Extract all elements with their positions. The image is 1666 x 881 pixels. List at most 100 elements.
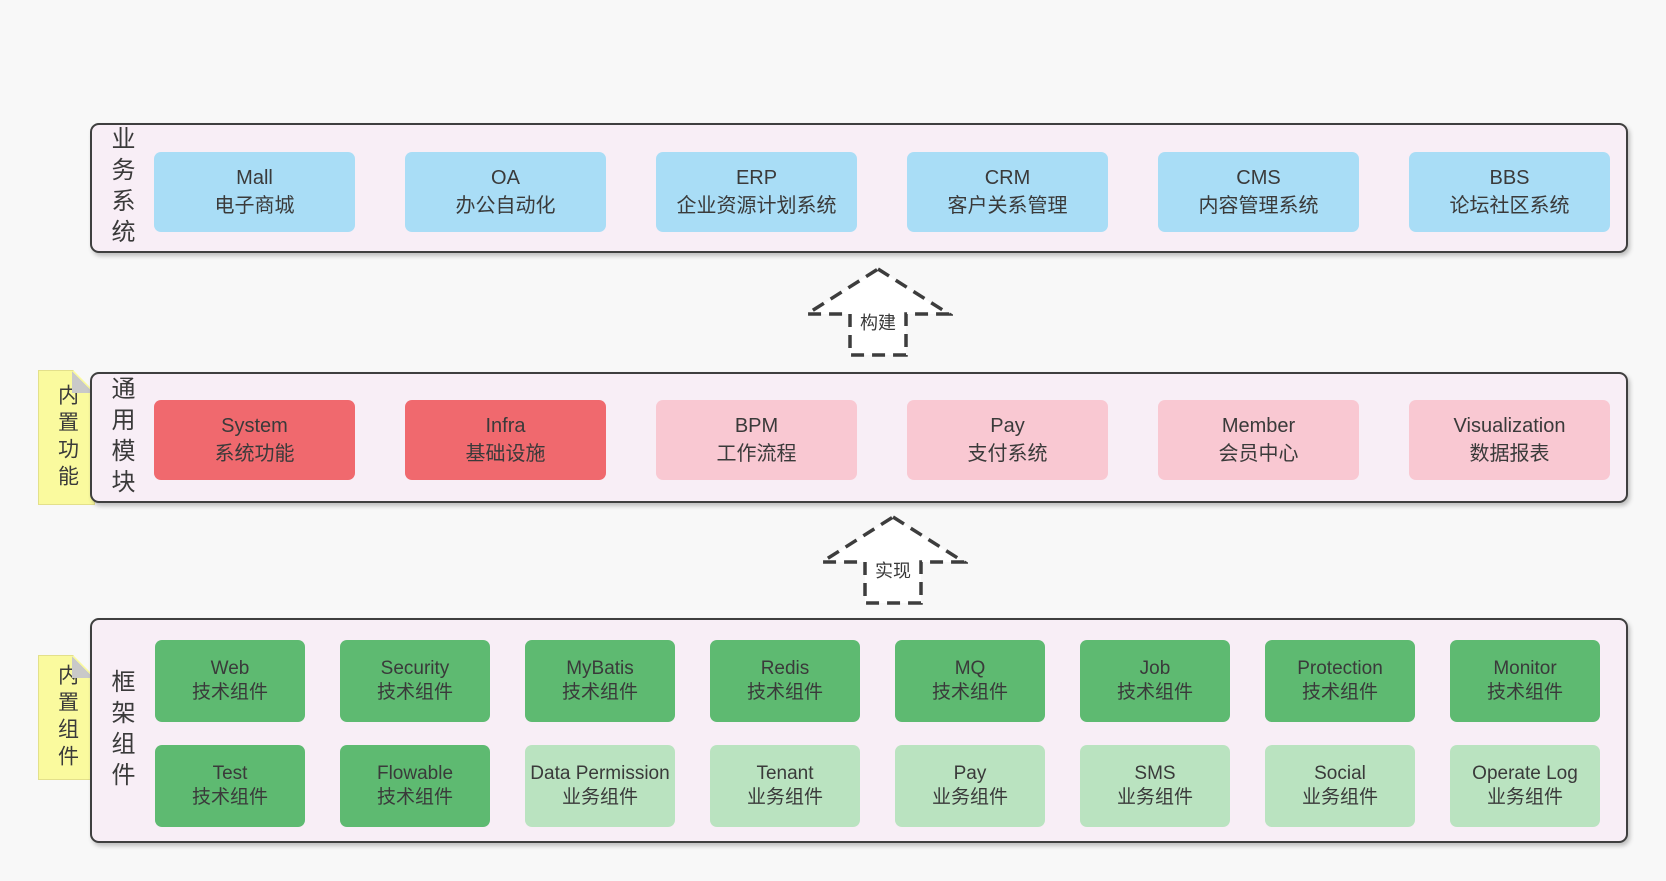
box-subtitle: 技术组件 (1301, 682, 1378, 703)
box-flowable: Flowable 技术组件 (340, 745, 490, 827)
band-label: 业务系统 (107, 126, 134, 250)
box-subtitle: 业务组件 (931, 787, 1008, 808)
band-framework-components: 框架组件 Web 技术组件 Security 技术组件 MyBatis 技术组件… (90, 618, 1628, 843)
box-title: Flowable (376, 763, 454, 784)
box-title: BBS (1489, 167, 1530, 189)
arrow-up-build: 构建 (803, 266, 953, 358)
box-web: Web 技术组件 (155, 640, 305, 722)
box-title: Pay (953, 763, 987, 784)
note-label: 内置功能 (55, 383, 79, 492)
box-title: CRM (984, 167, 1031, 189)
box-title: Test (212, 763, 248, 784)
box-title: Redis (760, 658, 810, 679)
box-social: Social 业务组件 (1265, 745, 1415, 827)
box-title: Job (1139, 658, 1171, 679)
note-label: 内置组件 (55, 663, 79, 772)
box-protection: Protection 技术组件 (1265, 640, 1415, 722)
box-redis: Redis 技术组件 (710, 640, 860, 722)
box-title: System (221, 415, 288, 437)
box-title: MyBatis (566, 658, 634, 679)
box-subtitle: 数据报表 (1469, 443, 1550, 465)
box-subtitle: 会员中心 (1218, 443, 1299, 465)
box-subtitle: 系统功能 (214, 443, 295, 465)
box-cms: CMS 内容管理系统 (1158, 152, 1359, 232)
box-subtitle: 技术组件 (561, 682, 638, 703)
box-subtitle: 技术组件 (191, 787, 268, 808)
band-row: Web 技术组件 Security 技术组件 MyBatis 技术组件 Redi… (155, 640, 1600, 722)
box-subtitle: 电子商城 (214, 195, 295, 217)
box-title: Social (1314, 763, 1366, 784)
box-subtitle: 业务组件 (1301, 787, 1378, 808)
box-title: MQ (954, 658, 986, 679)
box-title: Operate Log (1472, 763, 1578, 784)
box-title: Pay (990, 415, 1025, 437)
box-subtitle: 技术组件 (746, 682, 823, 703)
band-label: 通用模块 (107, 375, 134, 500)
band-label: 框架组件 (107, 668, 134, 793)
arrow-label: 构建 (856, 308, 900, 336)
box-monitor: Monitor 技术组件 (1450, 640, 1600, 722)
box-title: Member (1221, 415, 1296, 437)
box-subtitle: 技术组件 (931, 682, 1008, 703)
box-subtitle: 业务组件 (746, 787, 823, 808)
box-title: SMS (1134, 763, 1176, 784)
box-subtitle: 企业资源计划系统 (676, 195, 837, 217)
box-subtitle: 内容管理系统 (1198, 195, 1319, 217)
box-title: Security (380, 658, 450, 679)
box-title: Tenant (756, 763, 814, 784)
box-subtitle: 技术组件 (376, 787, 453, 808)
box-subtitle: 技术组件 (1486, 682, 1563, 703)
box-subtitle: 基础设施 (465, 443, 546, 465)
box-subtitle: 技术组件 (191, 682, 268, 703)
arrow-up-implement: 实现 (818, 514, 968, 606)
box-subtitle: 技术组件 (376, 682, 453, 703)
box-subtitle: 业务组件 (1486, 787, 1563, 808)
box-subtitle: 客户关系管理 (947, 195, 1068, 217)
box-mybatis: MyBatis 技术组件 (525, 640, 675, 722)
box-data-permission: Data Permission 业务组件 (525, 745, 675, 827)
band-business-systems: 业务系统 Mall 电子商城 OA 办公自动化 ERP 企业资源计划系统 CRM… (90, 123, 1628, 253)
box-title: Monitor (1493, 658, 1557, 679)
box-title: CMS (1236, 167, 1281, 189)
box-title: Infra (485, 415, 526, 437)
box-bbs: BBS 论坛社区系统 (1409, 152, 1610, 232)
box-subtitle: 支付系统 (967, 443, 1048, 465)
box-infra: Infra 基础设施 (405, 400, 606, 480)
box-sms: SMS 业务组件 (1080, 745, 1230, 827)
arrow-label: 实现 (871, 556, 915, 584)
sticky-note-builtin-features: 内置功能 (38, 370, 95, 505)
box-title: Mall (236, 167, 273, 189)
band-row: System 系统功能 Infra 基础设施 BPM 工作流程 Pay 支付系统… (154, 400, 1610, 480)
box-security: Security 技术组件 (340, 640, 490, 722)
box-oa: OA 办公自动化 (405, 152, 606, 232)
box-job: Job 技术组件 (1080, 640, 1230, 722)
box-subtitle: 论坛社区系统 (1449, 195, 1570, 217)
band-common-modules: 通用模块 System 系统功能 Infra 基础设施 BPM 工作流程 Pay… (90, 372, 1628, 503)
box-title: Visualization (1453, 415, 1566, 437)
box-bpm: BPM 工作流程 (656, 400, 857, 480)
box-pay-biz: Pay 业务组件 (895, 745, 1045, 827)
box-test: Test 技术组件 (155, 745, 305, 827)
box-system: System 系统功能 (154, 400, 355, 480)
box-title: BPM (734, 415, 779, 437)
box-subtitle: 工作流程 (716, 443, 797, 465)
box-subtitle: 办公自动化 (455, 195, 556, 217)
box-subtitle: 技术组件 (1116, 682, 1193, 703)
box-member: Member 会员中心 (1158, 400, 1359, 480)
box-title: ERP (735, 167, 778, 189)
box-subtitle: 业务组件 (1116, 787, 1193, 808)
box-visualization: Visualization 数据报表 (1409, 400, 1610, 480)
box-mall: Mall 电子商城 (154, 152, 355, 232)
box-mq: MQ 技术组件 (895, 640, 1045, 722)
box-title: Data Permission (530, 763, 670, 784)
box-tenant: Tenant 业务组件 (710, 745, 860, 827)
box-subtitle: 业务组件 (561, 787, 638, 808)
band-row: Test 技术组件 Flowable 技术组件 Data Permission … (155, 745, 1600, 827)
band-row: Mall 电子商城 OA 办公自动化 ERP 企业资源计划系统 CRM 客户关系… (154, 152, 1610, 232)
box-title: Web (210, 658, 250, 679)
box-pay: Pay 支付系统 (907, 400, 1108, 480)
sticky-note-builtin-components: 内置组件 (38, 655, 95, 780)
box-title: OA (491, 167, 520, 189)
box-crm: CRM 客户关系管理 (907, 152, 1108, 232)
